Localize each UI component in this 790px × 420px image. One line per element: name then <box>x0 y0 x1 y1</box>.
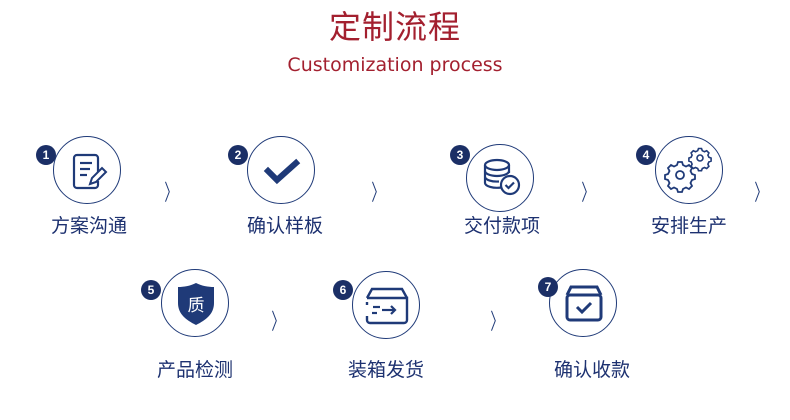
step-6-label: 装箱发货 <box>347 359 424 381</box>
step-2-badge: 2 <box>228 145 248 165</box>
step-4-circle <box>655 136 723 204</box>
step-7-circle <box>549 269 617 337</box>
chevron-right-icon: 〉 <box>581 181 595 206</box>
page-subtitle: Customization process <box>287 54 503 76</box>
step-6-circle <box>352 271 420 339</box>
step-5-circle: 质 <box>161 269 229 337</box>
step-7-badge: 7 <box>538 277 558 297</box>
box-check-icon <box>565 285 603 322</box>
step-3-circle <box>466 144 534 212</box>
page-title: 定制流程 <box>328 8 461 46</box>
chevron-right-icon: 〉 <box>490 310 504 335</box>
step-5-badge: 5 <box>141 280 161 300</box>
document-edit-icon <box>72 153 108 190</box>
step-5-label: 产品检测 <box>156 359 233 381</box>
coins-check-icon <box>483 158 521 196</box>
step-2-label: 确认样板 <box>246 215 323 237</box>
step-2-circle <box>247 136 315 204</box>
step-6-badge: 6 <box>333 280 353 300</box>
step-1-badge: 1 <box>36 145 56 165</box>
step-4-badge: 4 <box>636 145 656 165</box>
step-1-circle <box>53 136 121 204</box>
box-shipping-icon <box>365 287 409 325</box>
step-1-label: 方案沟通 <box>50 215 127 237</box>
step-3-badge: 3 <box>450 145 470 165</box>
step-7-label: 确认收款 <box>553 359 630 381</box>
checkmark-icon <box>263 158 301 185</box>
gears-icon <box>664 147 712 193</box>
quality-char: 质 <box>188 296 205 316</box>
chevron-right-icon: 〉 <box>754 181 768 206</box>
chevron-right-icon: 〉 <box>371 181 385 206</box>
step-3-label: 交付款项 <box>463 215 540 237</box>
step-4-label: 安排生产 <box>650 215 727 237</box>
quality-shield-icon: 质 <box>178 283 214 325</box>
chevron-right-icon: 〉 <box>271 310 285 335</box>
chevron-right-icon: 〉 <box>164 181 178 206</box>
